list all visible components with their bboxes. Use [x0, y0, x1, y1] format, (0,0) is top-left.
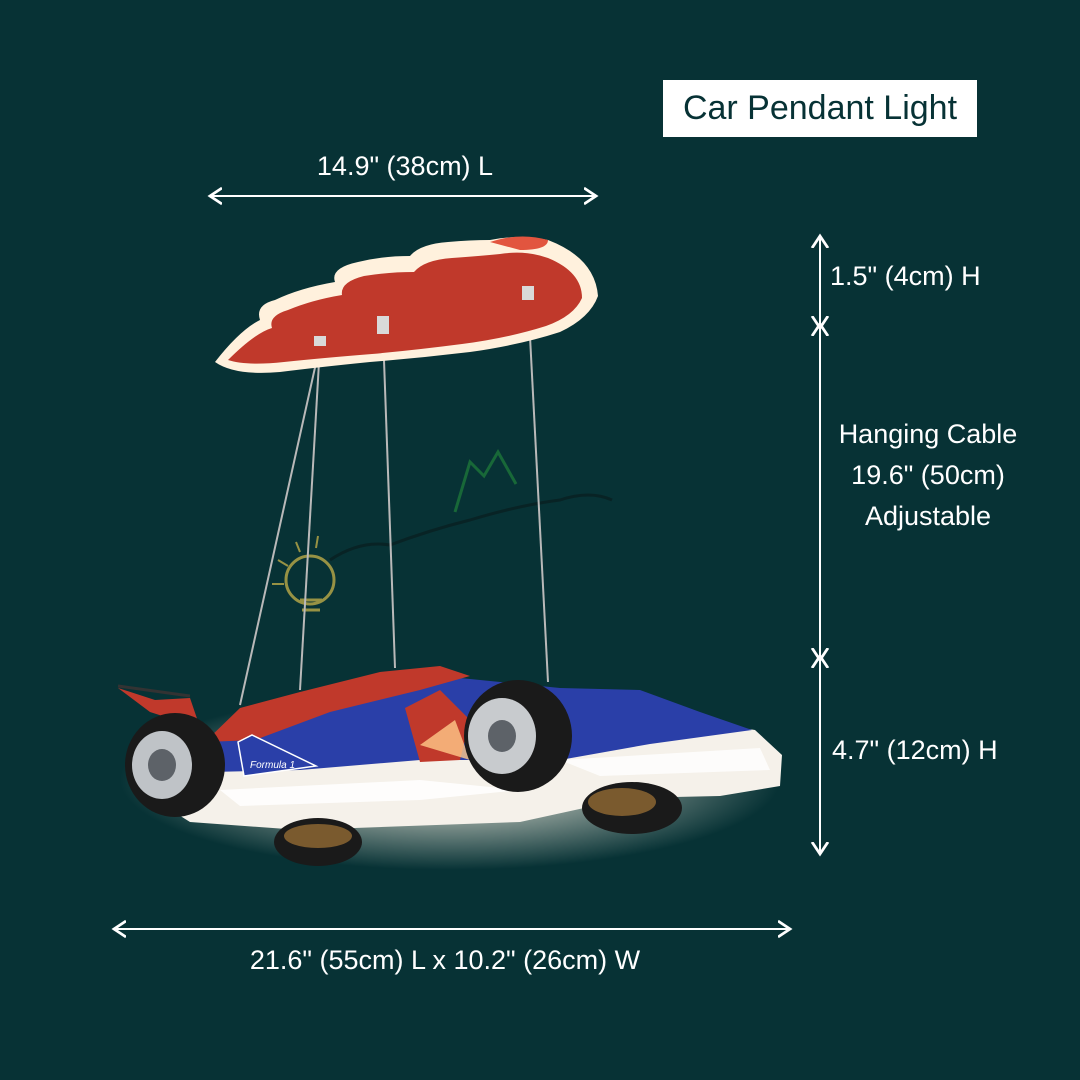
canopy-height-label: 1.5" (4cm) H — [830, 261, 981, 291]
canopy-plate — [215, 236, 598, 373]
cable-label-line3: Adjustable — [864, 501, 992, 531]
formula1-badge: Formula 1 — [237, 734, 319, 777]
race-car: Formula 1 — [117, 666, 782, 870]
hanging-cables — [239, 297, 549, 706]
wheel-rear-left — [125, 713, 225, 817]
car-height-label: 4.7" (12cm) H — [832, 735, 998, 765]
svg-text:Formula 1: Formula 1 — [250, 760, 295, 771]
wheel-front-left — [582, 782, 682, 834]
cable-label-line2: 19.6" (50cm) — [851, 460, 1005, 490]
cable-label-line1: Hanging Cable — [838, 419, 1018, 449]
title-badge: Car Pendant Light — [663, 80, 977, 137]
canopy-length-label: 14.9" (38cm) L — [316, 151, 494, 181]
cable-label: Hanging Cable 19.6" (50cm) Adjustable — [828, 414, 1028, 537]
wheel-front-right — [464, 680, 572, 792]
wheel-rear-right — [274, 818, 362, 866]
watermark-logo — [272, 448, 613, 612]
car-size-label: 21.6" (55cm) L x 10.2" (26cm) W — [249, 945, 641, 975]
page-title: Car Pendant Light — [682, 89, 958, 127]
